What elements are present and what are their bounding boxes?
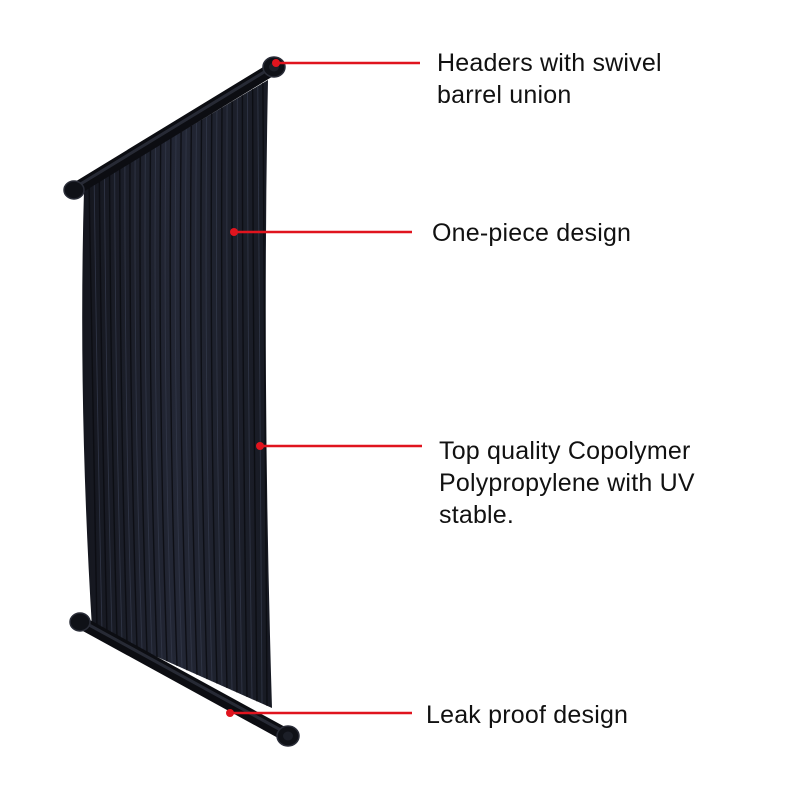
panel-rib [262,83,268,706]
panel-rib [241,95,248,697]
panel-rib [226,104,233,691]
panel-rib [114,171,123,642]
panel-rib [174,134,183,669]
panel-rib [119,168,128,644]
panel-rib [205,116,213,682]
top-header-pipe [63,56,286,200]
panel-rib [231,101,238,693]
panel-rib [251,89,258,702]
callout-line-material [256,442,422,450]
panel-rib [149,150,158,657]
panel-rib [169,138,178,666]
panel-rib [185,128,193,673]
panel-rib [139,156,148,653]
callout-line-leak-proof [226,709,412,717]
callout-line-headers [272,59,420,67]
panel-rib [215,110,223,686]
callout-text-line: Top quality Copolymer [439,437,691,465]
panel-ribs [88,83,268,706]
callout-text-line: Headers with swivel [437,49,662,77]
panel-rib [236,98,243,695]
panel-rib [144,153,153,655]
panel-rib [220,107,228,689]
callout-material: Top quality Copolymer Polypropylene with… [439,435,695,531]
panel-rib [93,183,103,633]
panel-rib [164,141,173,664]
panel-rib [103,177,113,637]
panel-rib [124,165,133,646]
callout-lines [226,59,422,717]
callout-leak-proof: Leak proof design [426,699,628,731]
panel-rib [179,131,188,671]
panel-rib [210,113,218,684]
panel-rib [200,119,208,680]
callout-text-line: Leak proof design [426,701,629,729]
panel-rib [159,144,168,662]
panel-rib [108,174,118,640]
callout-text-line: Polypropylene with UV [439,469,695,497]
panel-rib [154,147,163,660]
callout-text-line: One-piece design [432,219,632,247]
panel-rib [88,186,98,631]
panel-rib [189,125,198,675]
panel-rib [134,159,143,651]
bottom-header-pipe [69,612,300,747]
callout-headers: Headers with swivel barrel union [437,47,662,111]
callout-line-one-piece [230,228,412,236]
panel-rib [98,180,108,635]
callout-text-line: barrel union [437,81,572,109]
panel-rib [195,122,203,677]
callout-text-line: stable. [439,501,515,529]
panel-rib [129,162,138,649]
callout-one-piece: One-piece design [432,217,631,249]
panel-rib [247,92,253,700]
